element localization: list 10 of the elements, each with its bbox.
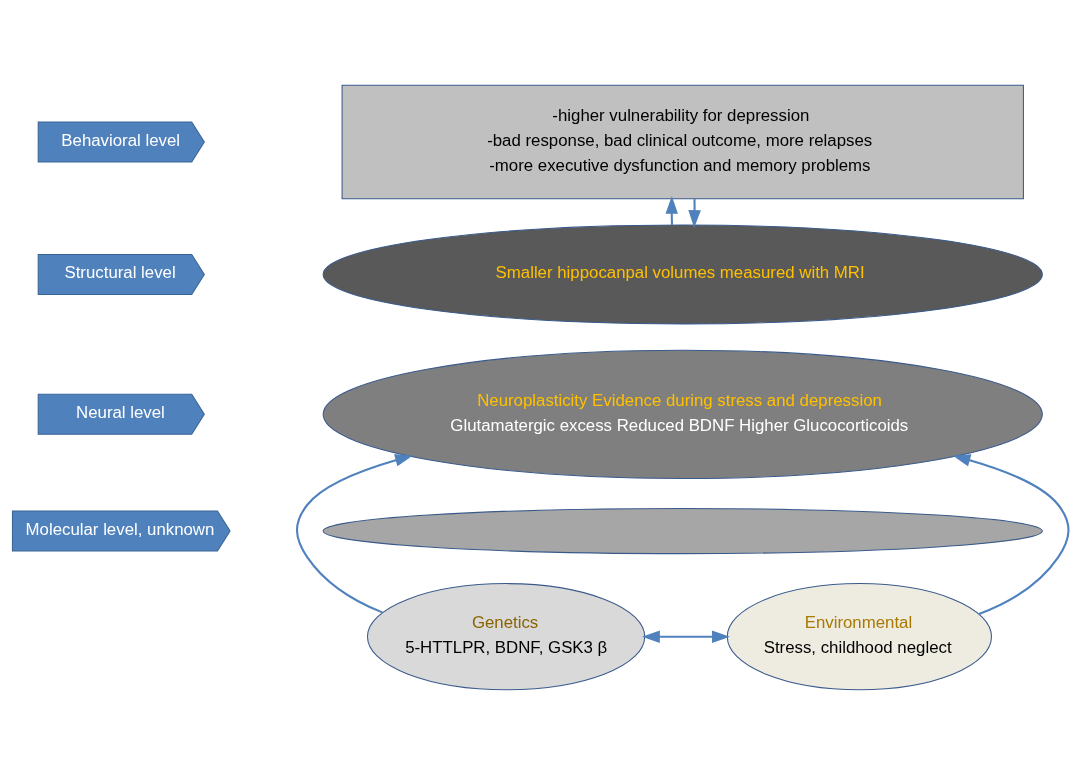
node-ellipse: Genetics 5-HTTLPR, BDNF, GSK3 β bbox=[366, 583, 646, 691]
node-ellipse: Environmental Stress, childhood neglect bbox=[726, 583, 992, 691]
node-ellipse: Smaller hippocanpal volumes measured with MRI bbox=[322, 224, 1043, 325]
arrow bbox=[688, 199, 701, 229]
arrow bbox=[952, 454, 1070, 615]
node-ellipse: Neuroplasticity Evidence during stress and depression Glutamatergic excess Reduced BDNF Higher Glucocorticoids bbox=[322, 349, 1043, 479]
node-ellipse bbox=[322, 507, 1043, 555]
arrow bbox=[641, 630, 730, 643]
node-box: -higher vulnerability for depression -bad response, bad clinical outcome, more relapses -more executive dysfunction and memory problems bbox=[341, 84, 1024, 200]
arrow bbox=[296, 454, 413, 614]
